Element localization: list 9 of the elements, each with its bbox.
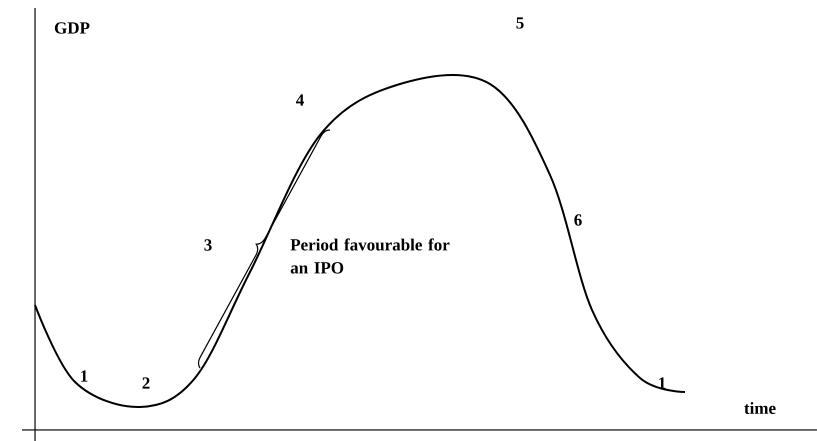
axis-label: GDP xyxy=(54,22,90,34)
phase-number: 4 xyxy=(296,94,304,106)
phase-number: 2 xyxy=(142,377,150,389)
annotation-text: Period favourable for an IPO xyxy=(290,238,450,274)
phase-number: 6 xyxy=(574,214,582,226)
phase-number: 3 xyxy=(204,239,212,251)
axis-label: time xyxy=(744,402,776,414)
phase-number: 1 xyxy=(81,370,88,382)
phase-number: 5 xyxy=(516,17,524,29)
